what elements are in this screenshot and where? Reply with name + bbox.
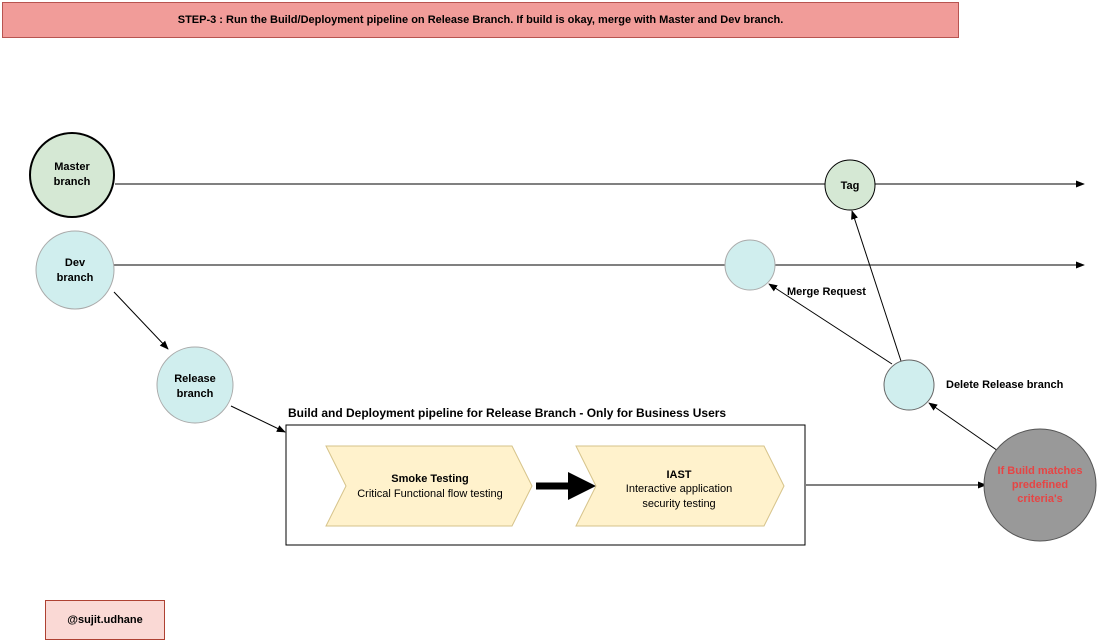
iast-desc-1: Interactive application xyxy=(626,483,732,495)
dev-merge-node xyxy=(724,239,776,291)
release-branch-node: Release branch xyxy=(156,346,234,424)
decision-to-delete-arrow xyxy=(928,402,1002,454)
master-branch-label-2: branch xyxy=(54,176,91,188)
release-to-pipeline-arrow xyxy=(230,405,286,433)
master-branch-label-1: Master xyxy=(54,161,90,173)
step-banner-text: STEP-3 : Run the Build/Deployment pipeli… xyxy=(177,14,784,26)
decision-label-3: criteria's xyxy=(1017,493,1062,505)
dev-branch-node: Dev branch xyxy=(35,230,115,310)
dev-branch-label-1: Dev xyxy=(65,257,86,269)
decision-label-1: If Build matches xyxy=(998,465,1083,477)
author-credit: @sujit.udhane xyxy=(45,600,165,640)
smoke-testing-desc: Critical Functional flow testing xyxy=(357,488,503,500)
step-banner: STEP-3 : Run the Build/Deployment pipeli… xyxy=(2,2,959,38)
master-branch-node: Master branch xyxy=(29,132,115,218)
delete-release-node xyxy=(883,359,935,411)
pipeline-title: Build and Deployment pipeline for Releas… xyxy=(288,406,726,420)
dev-branch-label-2: branch xyxy=(57,272,94,284)
iast-title: IAST xyxy=(666,469,691,481)
iast-stage: IAST Interactive application security te… xyxy=(575,445,785,527)
delete-to-merge-arrow xyxy=(768,283,893,365)
merge-request-label: Merge Request xyxy=(787,286,866,298)
delete-release-label: Delete Release branch xyxy=(946,379,1064,391)
release-branch-label-1: Release xyxy=(174,373,216,385)
tag-node: Tag xyxy=(824,159,876,211)
delete-to-tag-arrow xyxy=(851,210,902,362)
smoke-testing-stage: Smoke Testing Critical Functional flow t… xyxy=(325,445,533,527)
decision-label-2: predefined xyxy=(1012,479,1068,491)
tag-label: Tag xyxy=(841,180,860,192)
release-branch-label-2: branch xyxy=(177,388,214,400)
iast-desc-2: security testing xyxy=(642,498,715,510)
stage-transition-arrowhead xyxy=(568,472,596,500)
smoke-testing-title: Smoke Testing xyxy=(391,473,468,485)
author-credit-text: @sujit.udhane xyxy=(67,614,143,626)
decision-node: If Build matches predefined criteria's xyxy=(983,428,1097,542)
dev-to-release-arrow xyxy=(113,291,169,350)
